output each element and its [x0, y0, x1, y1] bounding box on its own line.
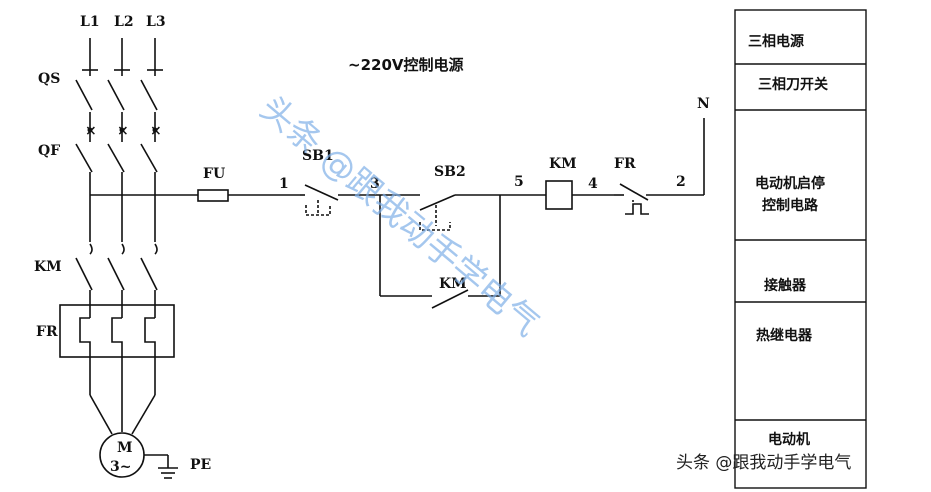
footer-credit: 头条 @跟我动手学电气 [676, 453, 851, 473]
line-label-l3: L3 [146, 14, 166, 30]
junction-dots: × × × [85, 123, 162, 139]
line-label-l1: L1 [80, 14, 100, 30]
node-label-4: 4 [588, 176, 598, 192]
label-qs: QS [38, 71, 60, 87]
node-label-2: 2 [676, 174, 686, 190]
legend-contactor: 接触器 [764, 277, 807, 294]
circuit-lines [59, 38, 705, 479]
label-sb1: SB1 [302, 148, 334, 164]
control-power-title: ~220V控制电源 [348, 56, 464, 74]
node-label-5: 5 [514, 174, 524, 190]
legend-motor-control-line2: 控制电路 [762, 197, 819, 214]
node-label-1: 1 [279, 176, 289, 192]
watermark: 头条 @跟我动手学电气 [252, 88, 546, 344]
svg-text:×: × [150, 123, 162, 139]
svg-text:×: × [117, 123, 129, 139]
legend-column [734, 9, 867, 489]
label-fr-control: FR [614, 156, 636, 172]
label-sb2: SB2 [434, 164, 466, 180]
label-fr-main: FR [36, 324, 58, 340]
legend-motor-control-line1: 电动机启停 [755, 175, 825, 192]
label-qf: QF [38, 143, 60, 159]
motor-label-m: M [117, 440, 133, 456]
label-km-coil: KM [549, 156, 577, 172]
legend-three-phase-power: 三相电源 [748, 33, 804, 50]
label-fu: FU [203, 166, 225, 182]
legend-motor: 电动机 [768, 431, 810, 448]
motor-label-phase: 3~ [110, 459, 131, 475]
line-label-l2: L2 [114, 14, 134, 30]
legend-thermal-relay: 热继电器 [756, 327, 813, 344]
label-neutral: N [697, 96, 710, 112]
svg-text:×: × [85, 123, 97, 139]
node-label-3: 3 [370, 176, 380, 192]
label-km-main: KM [34, 259, 62, 275]
label-pe: PE [190, 457, 211, 473]
legend-knife-switch: 三相刀开关 [758, 76, 828, 93]
label-km-aux: KM [439, 276, 467, 292]
